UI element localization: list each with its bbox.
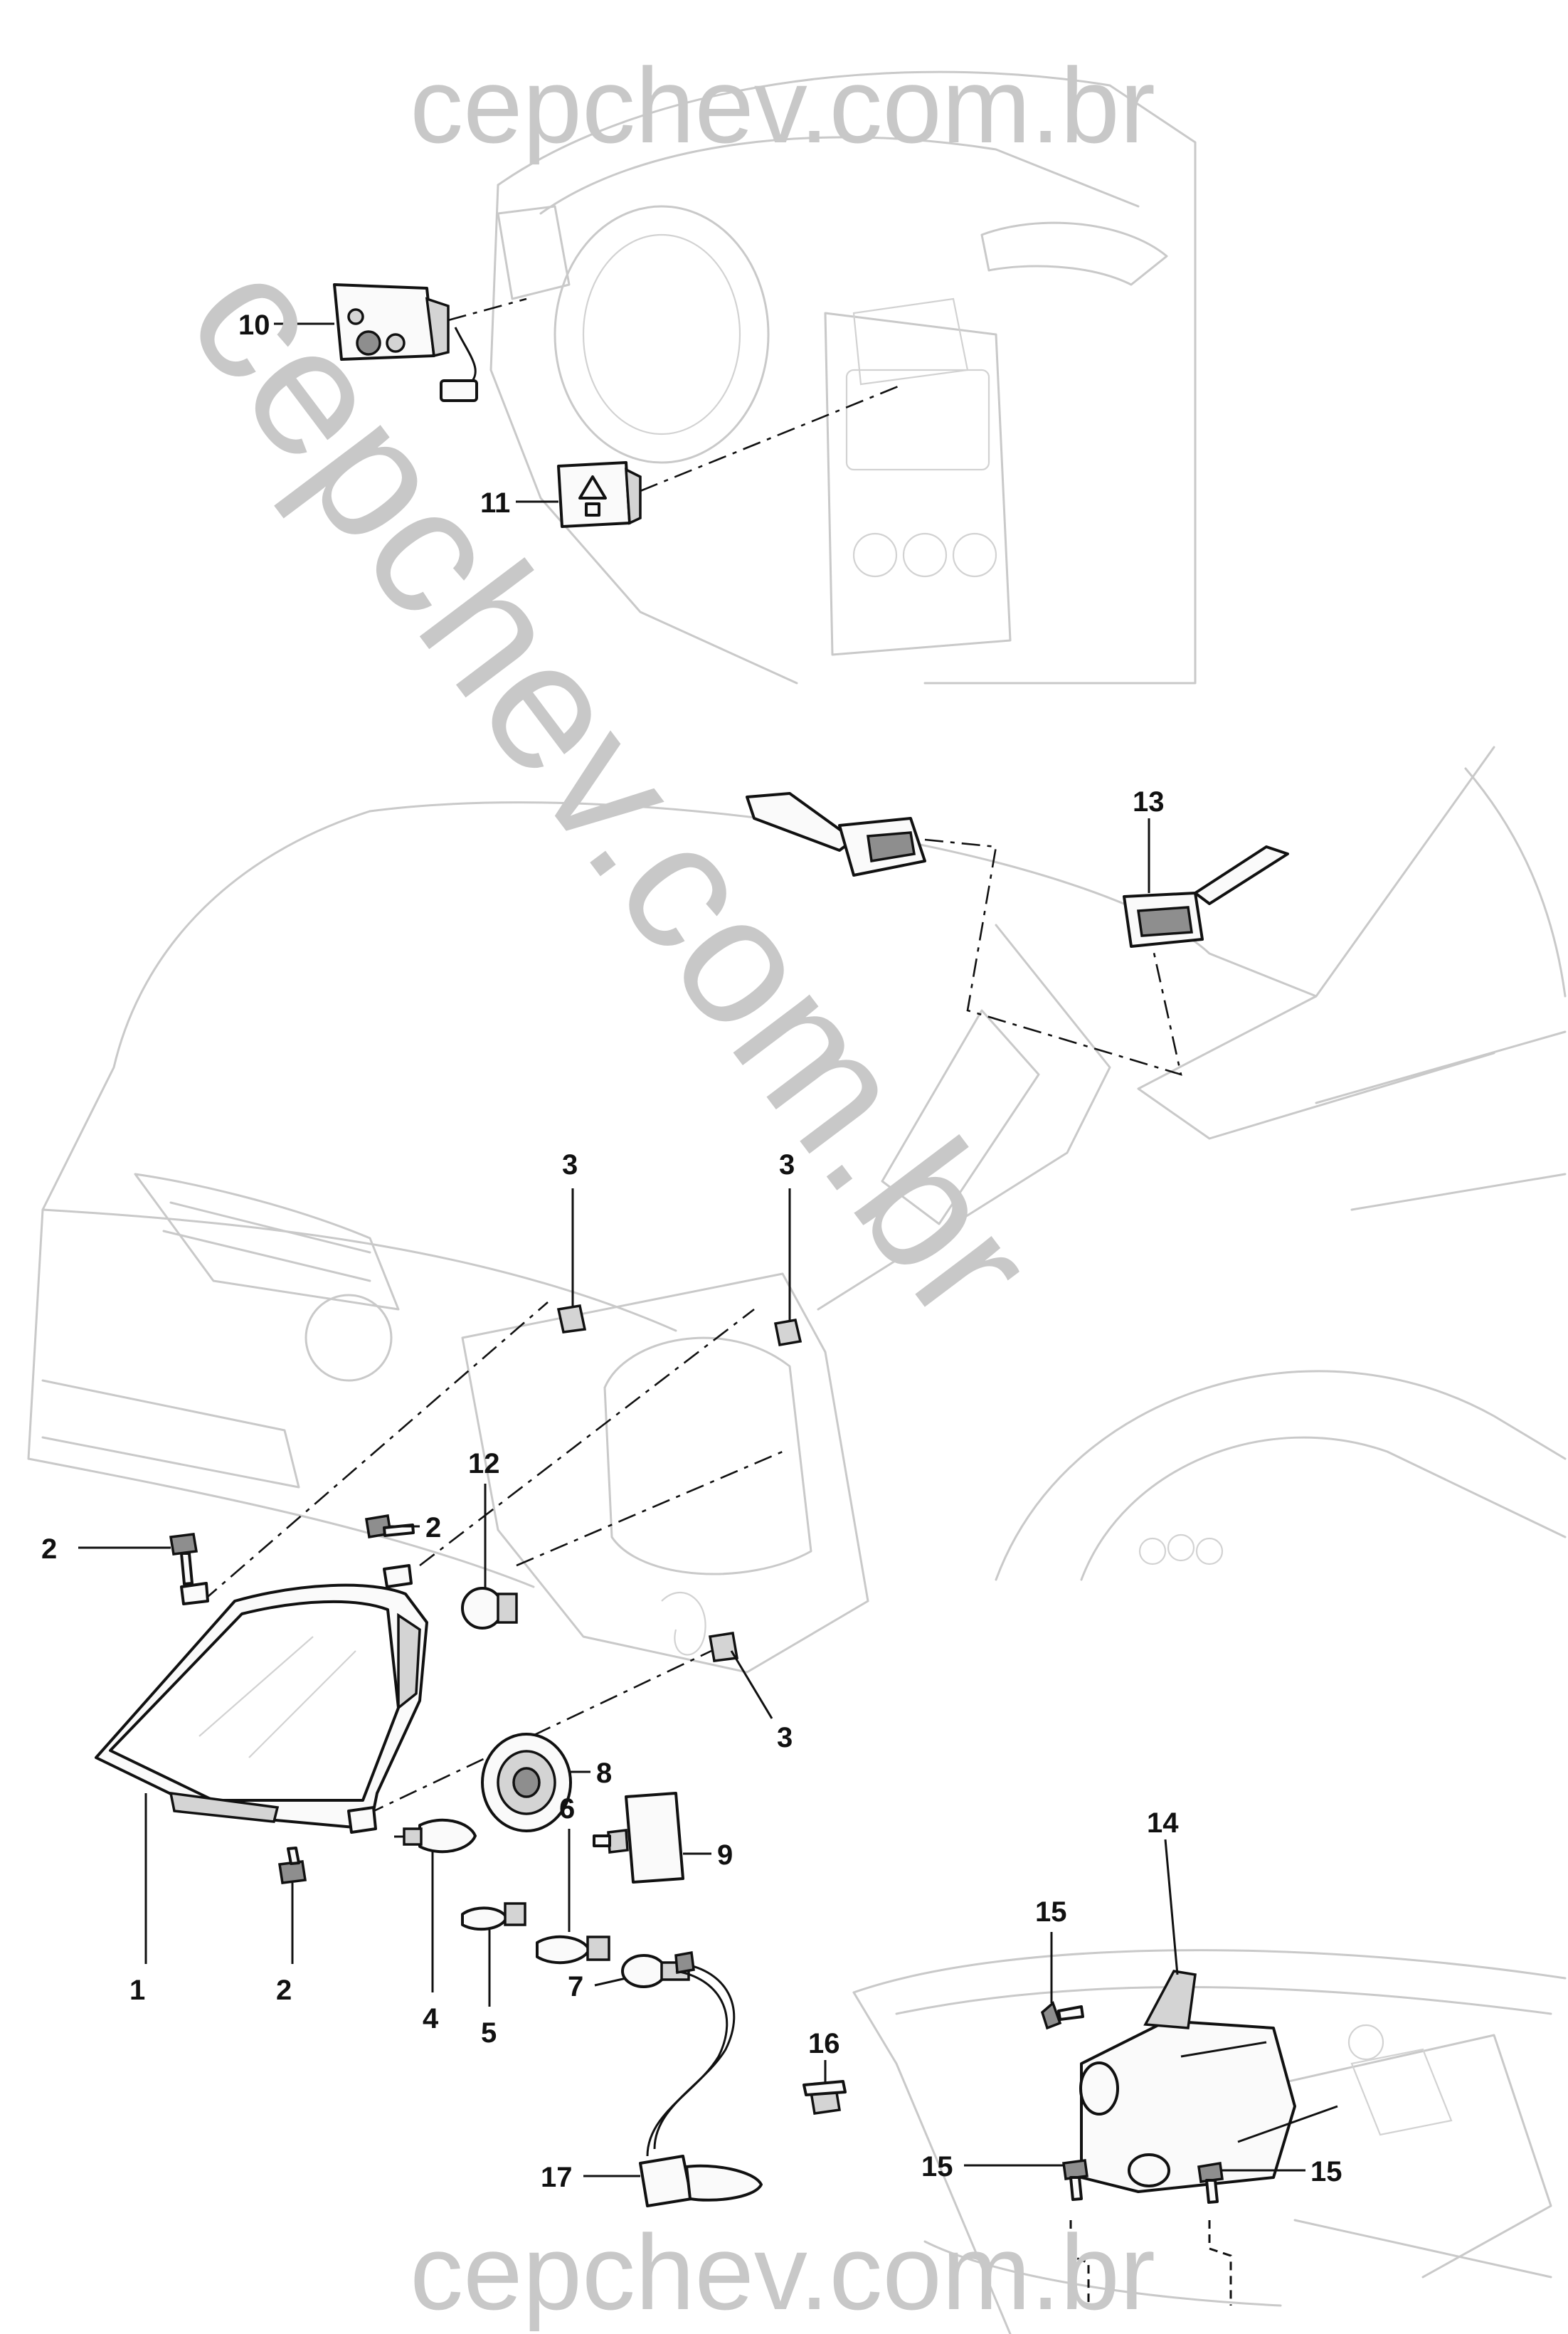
part-13-steering-column-switches: [746, 792, 1289, 948]
leader-dash-13: [924, 838, 1182, 1076]
callout-12: 12: [468, 1448, 500, 1479]
part-2-screw-a: [78, 1533, 198, 1585]
watermark-top: cepchev.com.br: [410, 46, 1155, 165]
part-9-control-unit: [593, 1792, 711, 1884]
hazard-triangle-icon: [578, 475, 607, 500]
part-4-headlamp-bulb: [394, 1818, 477, 1992]
part-5-bulb: [461, 1902, 526, 2007]
callout-15a: 15: [1035, 1896, 1067, 1928]
callout-17: 17: [541, 2162, 573, 2193]
leader-dash-3b: [419, 1308, 755, 1567]
part-15-screw-a: [1040, 1932, 1084, 2030]
part-3-clip-nut-c: [708, 1632, 773, 1719]
part-14-washer-reservoir: [1079, 1839, 1338, 2193]
part-2-screw-b: [364, 1514, 420, 1539]
callout-2a: 2: [41, 1533, 57, 1565]
callout-5: 5: [481, 2017, 497, 2049]
fender-ghost: [852, 1949, 1567, 2334]
callout-11: 11: [480, 487, 510, 519]
callout-10: 10: [238, 310, 270, 341]
leader-dash-10: [447, 297, 527, 322]
callout-15c: 15: [1310, 2156, 1342, 2187]
callout-8: 8: [596, 1758, 612, 1789]
part-8-cover-cap: [481, 1733, 590, 1832]
callout-1: 1: [129, 1975, 145, 2006]
callout-3c: 3: [777, 1722, 793, 1753]
callout-2c: 2: [276, 1975, 292, 2006]
callout-7: 7: [568, 1971, 583, 2002]
part-3-clip-nut-a: [556, 1188, 587, 1334]
callout-2b: 2: [425, 1512, 441, 1543]
leader-dash-11: [640, 383, 904, 492]
callout-3b: 3: [779, 1149, 795, 1181]
callout-3a: 3: [562, 1149, 578, 1181]
part-12-headlamp-adjuster: [461, 1484, 518, 1630]
part-17-bulb-with-lead: [583, 1950, 763, 2207]
part-10-light-switch: [333, 283, 478, 402]
part-6-bulb: [536, 1829, 610, 1965]
leader-dash-3c: [366, 1649, 712, 1816]
part-11-hazard-switch: [557, 461, 642, 528]
leader-dash-3a: [202, 1301, 549, 1602]
watermark-diagonal: cepchev.com.br: [150, 222, 1074, 1356]
callout-6: 6: [559, 1793, 575, 1825]
watermark-bottom: cepchev.com.br: [410, 2212, 1155, 2332]
part-1-headlamp-assembly: [95, 1564, 428, 1964]
part-16-grommet: [802, 2060, 847, 2115]
leader-dash-12: [516, 1450, 783, 1567]
car-front-ghost: [27, 746, 1567, 1674]
callout-9: 9: [717, 1839, 733, 1871]
part-2-screw-c: [277, 1847, 307, 1964]
callout-4: 4: [423, 2003, 439, 2034]
callout-15b: 15: [921, 2151, 953, 2182]
callout-13: 13: [1133, 786, 1165, 818]
part-15-screw-c: [1197, 2161, 1305, 2306]
callout-14: 14: [1147, 1807, 1179, 1839]
part-3-clip-nut-b: [773, 1188, 802, 1347]
part-15-screw-b: [964, 2159, 1090, 2306]
callout-16: 16: [808, 2028, 840, 2059]
